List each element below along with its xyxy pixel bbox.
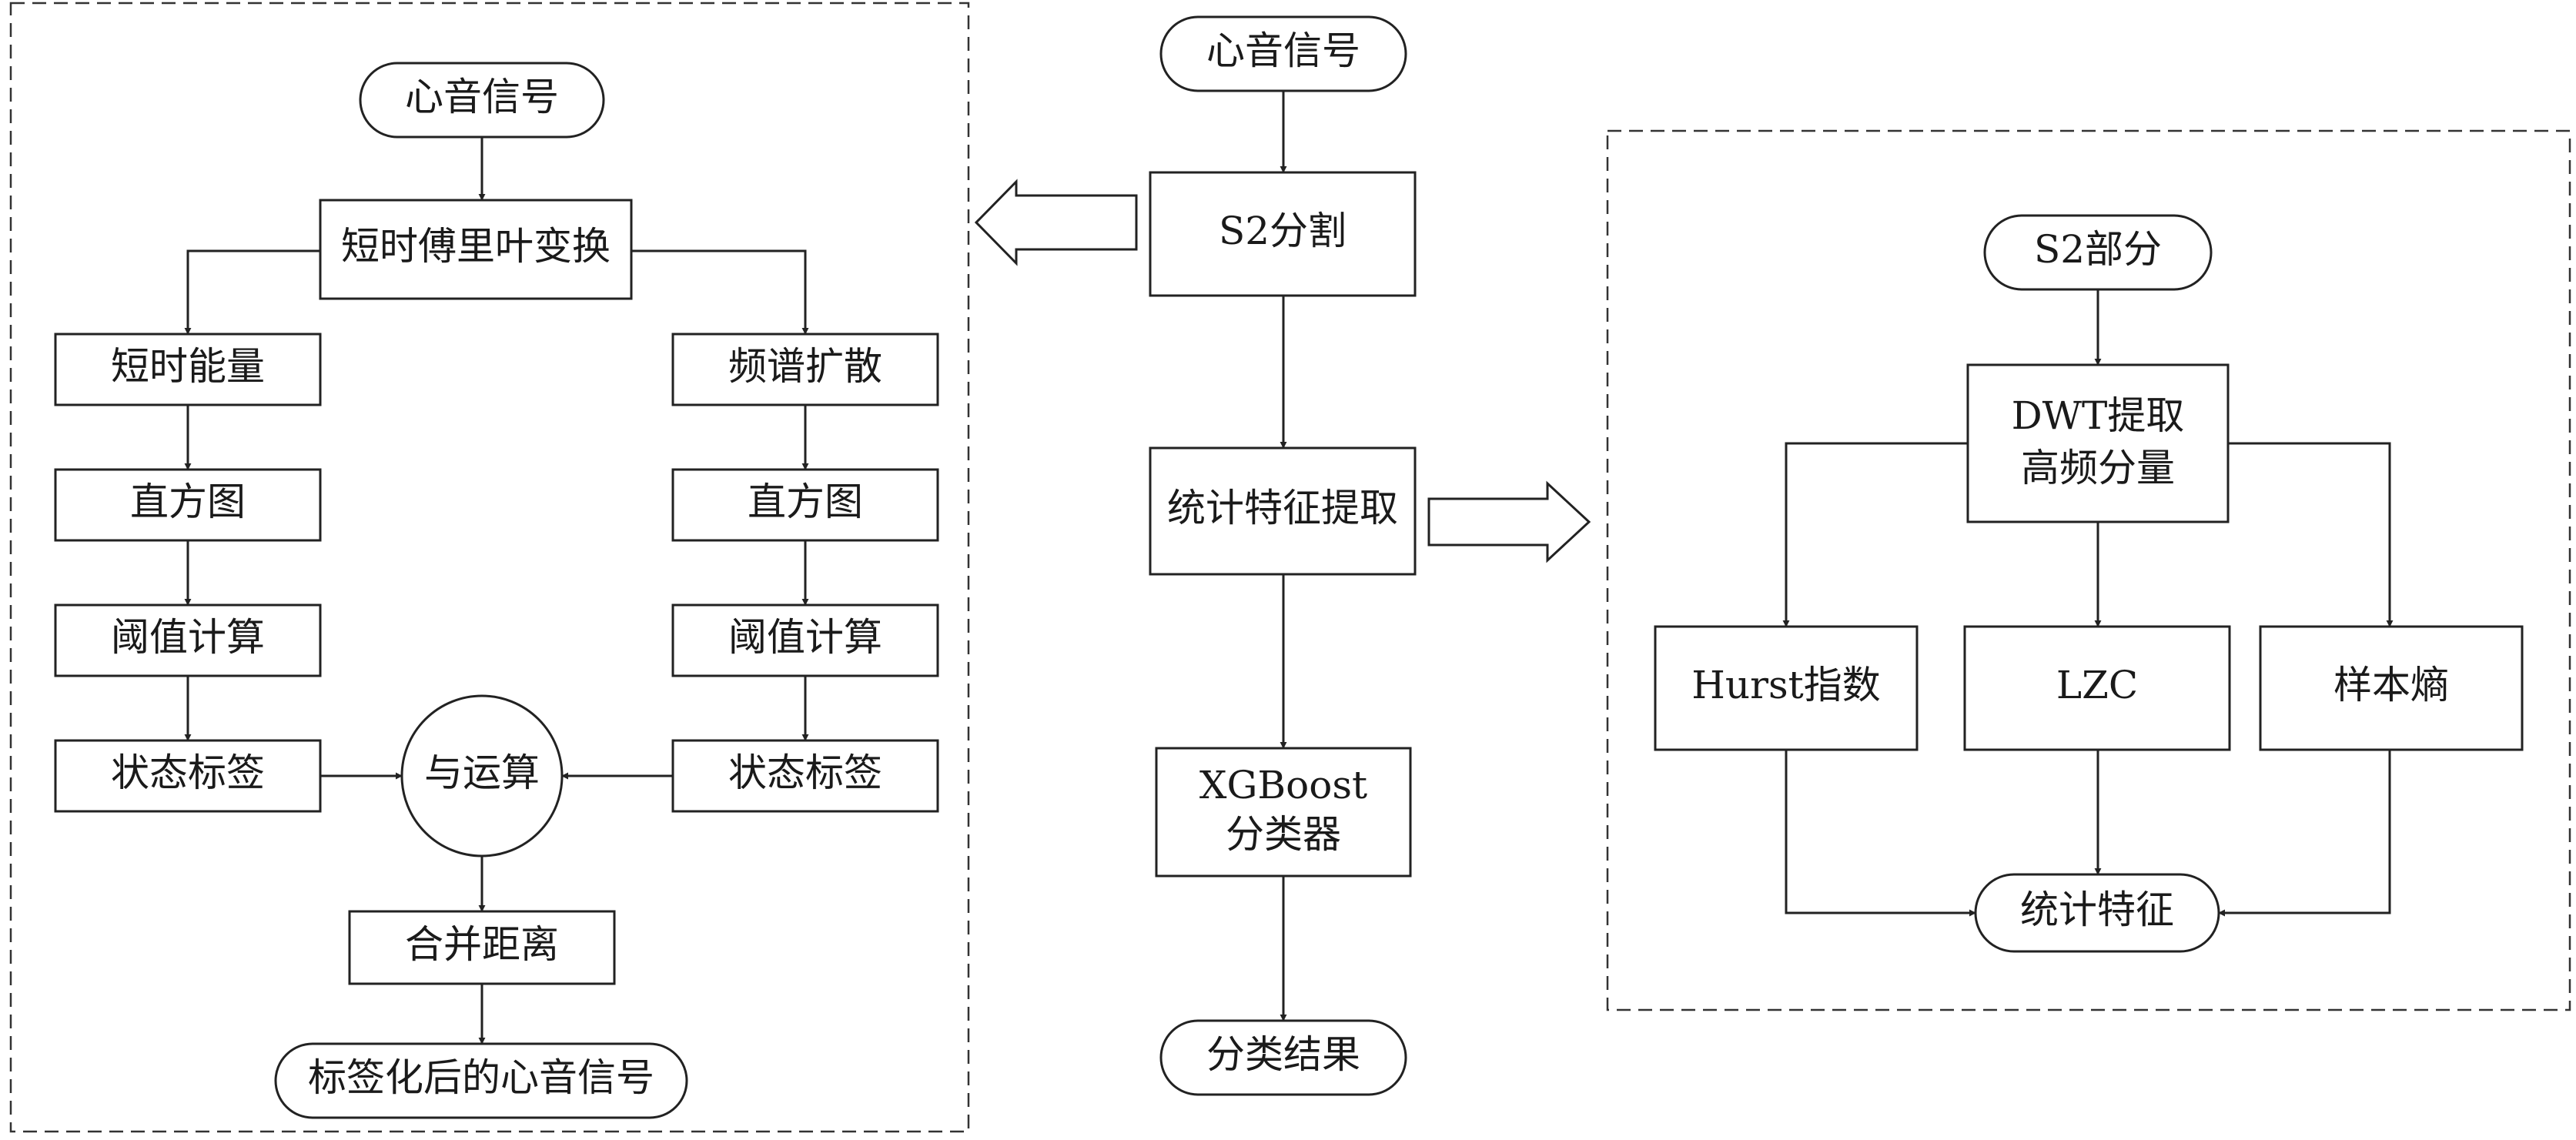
merge-label: 合并距离 xyxy=(405,922,559,967)
arrow-stft-to-right-branch xyxy=(631,249,809,335)
dwt-label-line1: DWT提取 xyxy=(2012,393,2185,438)
left-branch-step-1: 短时能量 xyxy=(54,333,322,406)
stft-node: 短时傅里叶变换 xyxy=(319,199,633,300)
arrow-dwt-to-sampen xyxy=(2228,442,2394,627)
classifier-label-line2: 分类器 xyxy=(1226,812,1341,857)
classifier-node: XGBoost 分类器 xyxy=(1155,747,1412,878)
left-input-node: 心音信号 xyxy=(359,62,605,139)
classifier-label-line1: XGBoost xyxy=(1199,763,1367,807)
lzc-label: LZC xyxy=(2056,663,2138,707)
statistical-features-label: 统计特征 xyxy=(2020,888,2174,932)
right-branch-label-2: 直方图 xyxy=(748,480,863,524)
s2-part-node: S2部分 xyxy=(1983,214,2213,291)
result-node: 分类结果 xyxy=(1159,1019,1407,1096)
and-operation-node: 与运算 xyxy=(400,694,564,858)
hurst-label: Hurst指数 xyxy=(1691,663,1880,707)
left-output-node: 标签化后的心音信号 xyxy=(274,1042,688,1119)
and-operation-label: 与运算 xyxy=(424,751,540,795)
merge-node: 合并距离 xyxy=(348,910,616,985)
hurst-node: Hurst指数 xyxy=(1654,625,1919,751)
s2-part-label: S2部分 xyxy=(2034,227,2162,272)
right-panel-frame xyxy=(1606,129,2571,1011)
left-panel-frame xyxy=(9,2,970,1133)
left-branch-label-4: 状态标签 xyxy=(111,751,265,795)
left-branch-label-3: 阈值计算 xyxy=(111,615,265,660)
hollow-arrow-to-right-panel xyxy=(1427,480,1591,563)
result-label: 分类结果 xyxy=(1206,1032,1360,1077)
right-branch-step-1: 频谱扩散 xyxy=(671,333,939,406)
sample-entropy-label: 样本熵 xyxy=(2333,663,2449,707)
left-branch-step-3: 阈值计算 xyxy=(54,603,322,677)
segmentation-node: S2分割 xyxy=(1149,171,1417,297)
right-branch-step-2: 直方图 xyxy=(671,468,939,542)
left-branch-label-1: 短时能量 xyxy=(111,344,265,389)
left-branch-step-4: 状态标签 xyxy=(54,739,322,813)
arrow-stft-to-left-branch xyxy=(184,249,320,335)
segmentation-label: S2分割 xyxy=(1219,209,1347,253)
stft-label: 短时傅里叶变换 xyxy=(341,224,611,269)
dwt-label-line2: 高频分量 xyxy=(2021,446,2175,490)
right-branch-step-3: 阈值计算 xyxy=(671,603,939,677)
center-input-label: 心音信号 xyxy=(1206,28,1360,73)
sample-entropy-node: 样本熵 xyxy=(2259,625,2524,751)
feature-extraction-label: 统计特征提取 xyxy=(1167,486,1398,530)
right-branch-label-3: 阈值计算 xyxy=(728,615,882,660)
left-output-label: 标签化后的心音信号 xyxy=(308,1055,654,1100)
left-input-label: 心音信号 xyxy=(405,75,559,119)
dwt-node: DWT提取 高频分量 xyxy=(1966,363,2230,523)
arrow-sampen-to-stats xyxy=(2218,750,2391,917)
arrow-dwt-to-hurst xyxy=(1782,442,1968,627)
right-branch-label-4: 状态标签 xyxy=(728,751,882,795)
right-branch-step-4: 状态标签 xyxy=(671,739,939,813)
statistical-features-node: 统计特征 xyxy=(1974,873,2220,953)
arrow-hurst-to-stats xyxy=(1785,750,1976,917)
right-branch-label-1: 频谱扩散 xyxy=(728,344,882,389)
center-input-node: 心音信号 xyxy=(1159,15,1407,92)
left-branch-step-2: 直方图 xyxy=(54,468,322,542)
feature-extraction-node: 统计特征提取 xyxy=(1149,446,1417,576)
left-branch-label-2: 直方图 xyxy=(130,480,246,524)
lzc-node: LZC xyxy=(1963,625,2231,751)
hollow-arrow-to-left-panel xyxy=(974,179,1138,266)
